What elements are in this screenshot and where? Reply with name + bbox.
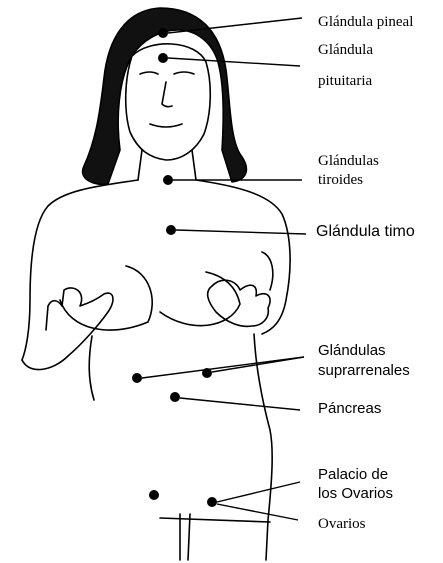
pancreas-leader (180, 398, 300, 410)
torso-center-line (180, 514, 190, 560)
right-side (254, 334, 272, 560)
ovary-left-dot (149, 490, 159, 500)
label-ovary-palace-line2: los Ovarios (318, 485, 393, 502)
hip-line (160, 518, 270, 522)
face-outline (126, 44, 211, 160)
ovary-right-leader-1 (217, 482, 300, 502)
left-breast (60, 266, 152, 330)
left-side (89, 336, 94, 400)
adrenal-left-leader (142, 357, 304, 378)
pancreas-dot (170, 392, 180, 402)
label-thyroid-line2: tiroides (318, 172, 363, 189)
ovary-right-leader-2 (217, 504, 298, 520)
label-adrenal-line1: Glándulas (318, 342, 386, 359)
pineal-dot (158, 28, 168, 38)
right-hand (208, 280, 270, 326)
right-shoulder-arm (196, 180, 290, 334)
right-thumb (262, 252, 273, 290)
pituitary-dot (158, 53, 168, 63)
label-adrenal-line2: suprarrenales (318, 362, 410, 379)
label-pineal: Glándula pineal (318, 14, 413, 31)
label-ovaries: Ovarios (318, 516, 366, 533)
thyroid-dot (163, 175, 173, 185)
label-pancreas: Páncreas (318, 400, 381, 417)
label-thyroid-line1: Glándulas (318, 153, 379, 170)
adrenal-left-dot (132, 373, 142, 383)
thymus-leader (176, 230, 306, 234)
left-shoulder-arm (22, 180, 138, 360)
label-pituitary-line2: pituitaria (318, 73, 372, 90)
label-ovary-palace-line1: Palacio de (318, 466, 388, 483)
label-pituitary-line1: Glándula (318, 42, 373, 59)
thymus-dot (166, 225, 176, 235)
label-thymus: Glándula timo (316, 223, 415, 241)
ovary-right-dot (207, 497, 217, 507)
